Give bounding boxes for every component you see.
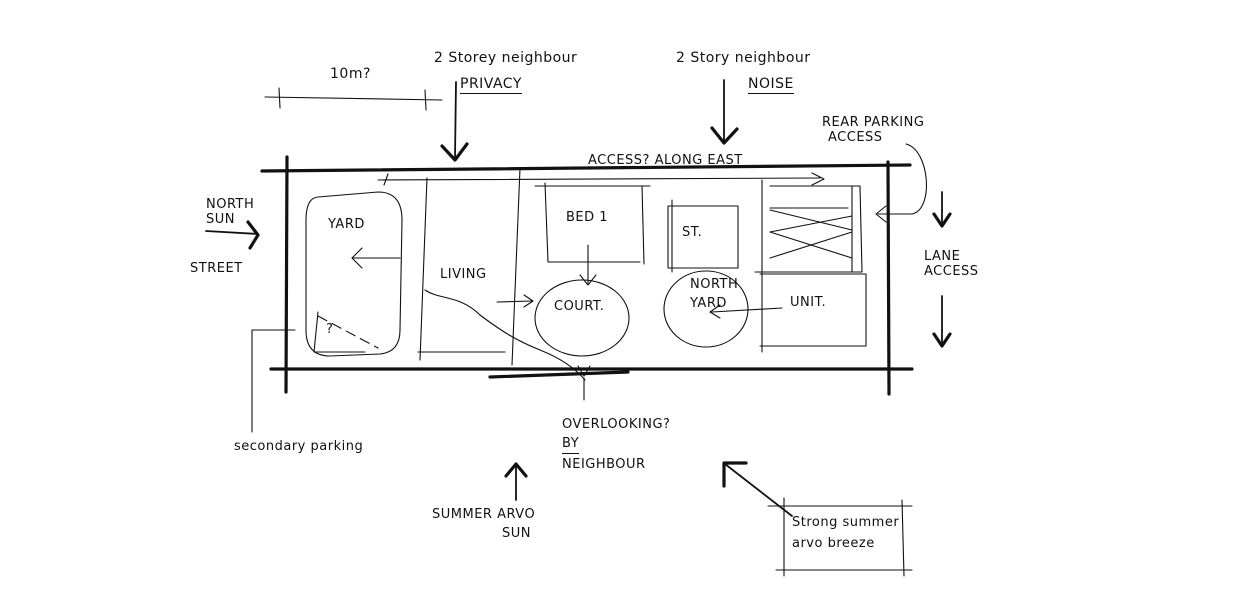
dimension-line (264, 87, 443, 111)
dimension-label: 10m? (330, 66, 371, 82)
secondary-parking-label: secondary parking (234, 439, 364, 454)
yard-outline (305, 191, 403, 357)
yard-label: YARD (328, 217, 365, 232)
overlooking-line1: OVERLOOKING? (562, 417, 671, 432)
secondary-parking-leader (251, 329, 296, 433)
north-sun-note: NORTH SUN (206, 197, 255, 228)
neighbour-left-heading: 2 Storey neighbour (434, 50, 578, 66)
north-yard-note: NORTH YARD (690, 277, 739, 312)
lane-access-line1: LANE (924, 249, 961, 264)
noise-label: NOISE (748, 76, 794, 95)
bed-label: BED 1 (566, 210, 609, 225)
neighbour-privacy-note: 2 Storey neighbour PRIVACY (434, 50, 578, 95)
east-access-label: ACCESS? ALONG EAST (588, 153, 743, 168)
breeze-line1: Strong summer (792, 515, 900, 530)
lane-access-arrow-top (932, 191, 952, 228)
noise-arrow (710, 79, 739, 145)
court-circle (496, 244, 630, 357)
lane-access-arrow-bottom (932, 295, 952, 348)
north-yard-line1: NORTH (690, 277, 739, 292)
yard-question-label: ? (326, 322, 334, 337)
unit-label: UNIT. (790, 295, 827, 310)
privacy-label: PRIVACY (460, 76, 522, 95)
privacy-arrow (440, 81, 469, 162)
breeze-arrow (722, 461, 793, 517)
summer-sun-arrow (504, 462, 528, 501)
east-access-line (377, 172, 825, 186)
overlooking-sightline (424, 289, 591, 381)
breeze-box (767, 497, 913, 577)
north-yard-line2: YARD (690, 295, 727, 311)
court-label: COURT. (554, 299, 605, 314)
north-sun-line1: NORTH (206, 197, 255, 212)
floor-plan-walls (417, 167, 867, 366)
neighbour-right-heading: 2 Story neighbour (676, 50, 811, 66)
north-sun-line2: SUN (206, 211, 235, 227)
breeze-line2: arvo breeze (792, 535, 875, 551)
rear-parking-line2: ACCESS (828, 129, 883, 145)
study-label: ST. (682, 225, 703, 240)
neighbour-noise-note: 2 Story neighbour NOISE (676, 50, 811, 95)
summer-sun-line1: SUMMER ARVO (432, 507, 536, 522)
north-yard-circle (663, 270, 783, 348)
breeze-note: Strong summer arvo breeze (792, 515, 900, 552)
summer-sun-note: SUMMER ARVO SUN (432, 507, 536, 542)
site-boundary (260, 155, 914, 396)
street-label: STREET (190, 261, 243, 276)
overlooking-line3: NEIGHBOUR (562, 456, 646, 472)
north-sun-arrow (205, 220, 260, 250)
rear-parking-line1: REAR PARKING (822, 115, 925, 130)
rear-parking-leader (875, 143, 927, 223)
living-label: LIVING (440, 267, 487, 282)
overlooking-line2: BY (562, 436, 580, 454)
summer-sun-line2: SUN (502, 525, 531, 541)
rear-parking-note: REAR PARKING ACCESS (822, 115, 925, 146)
lane-access-line2: ACCESS (924, 263, 979, 279)
lane-access-note: LANE ACCESS (924, 249, 979, 280)
overlooking-note: OVERLOOKING? BY NEIGHBOUR (562, 417, 671, 473)
